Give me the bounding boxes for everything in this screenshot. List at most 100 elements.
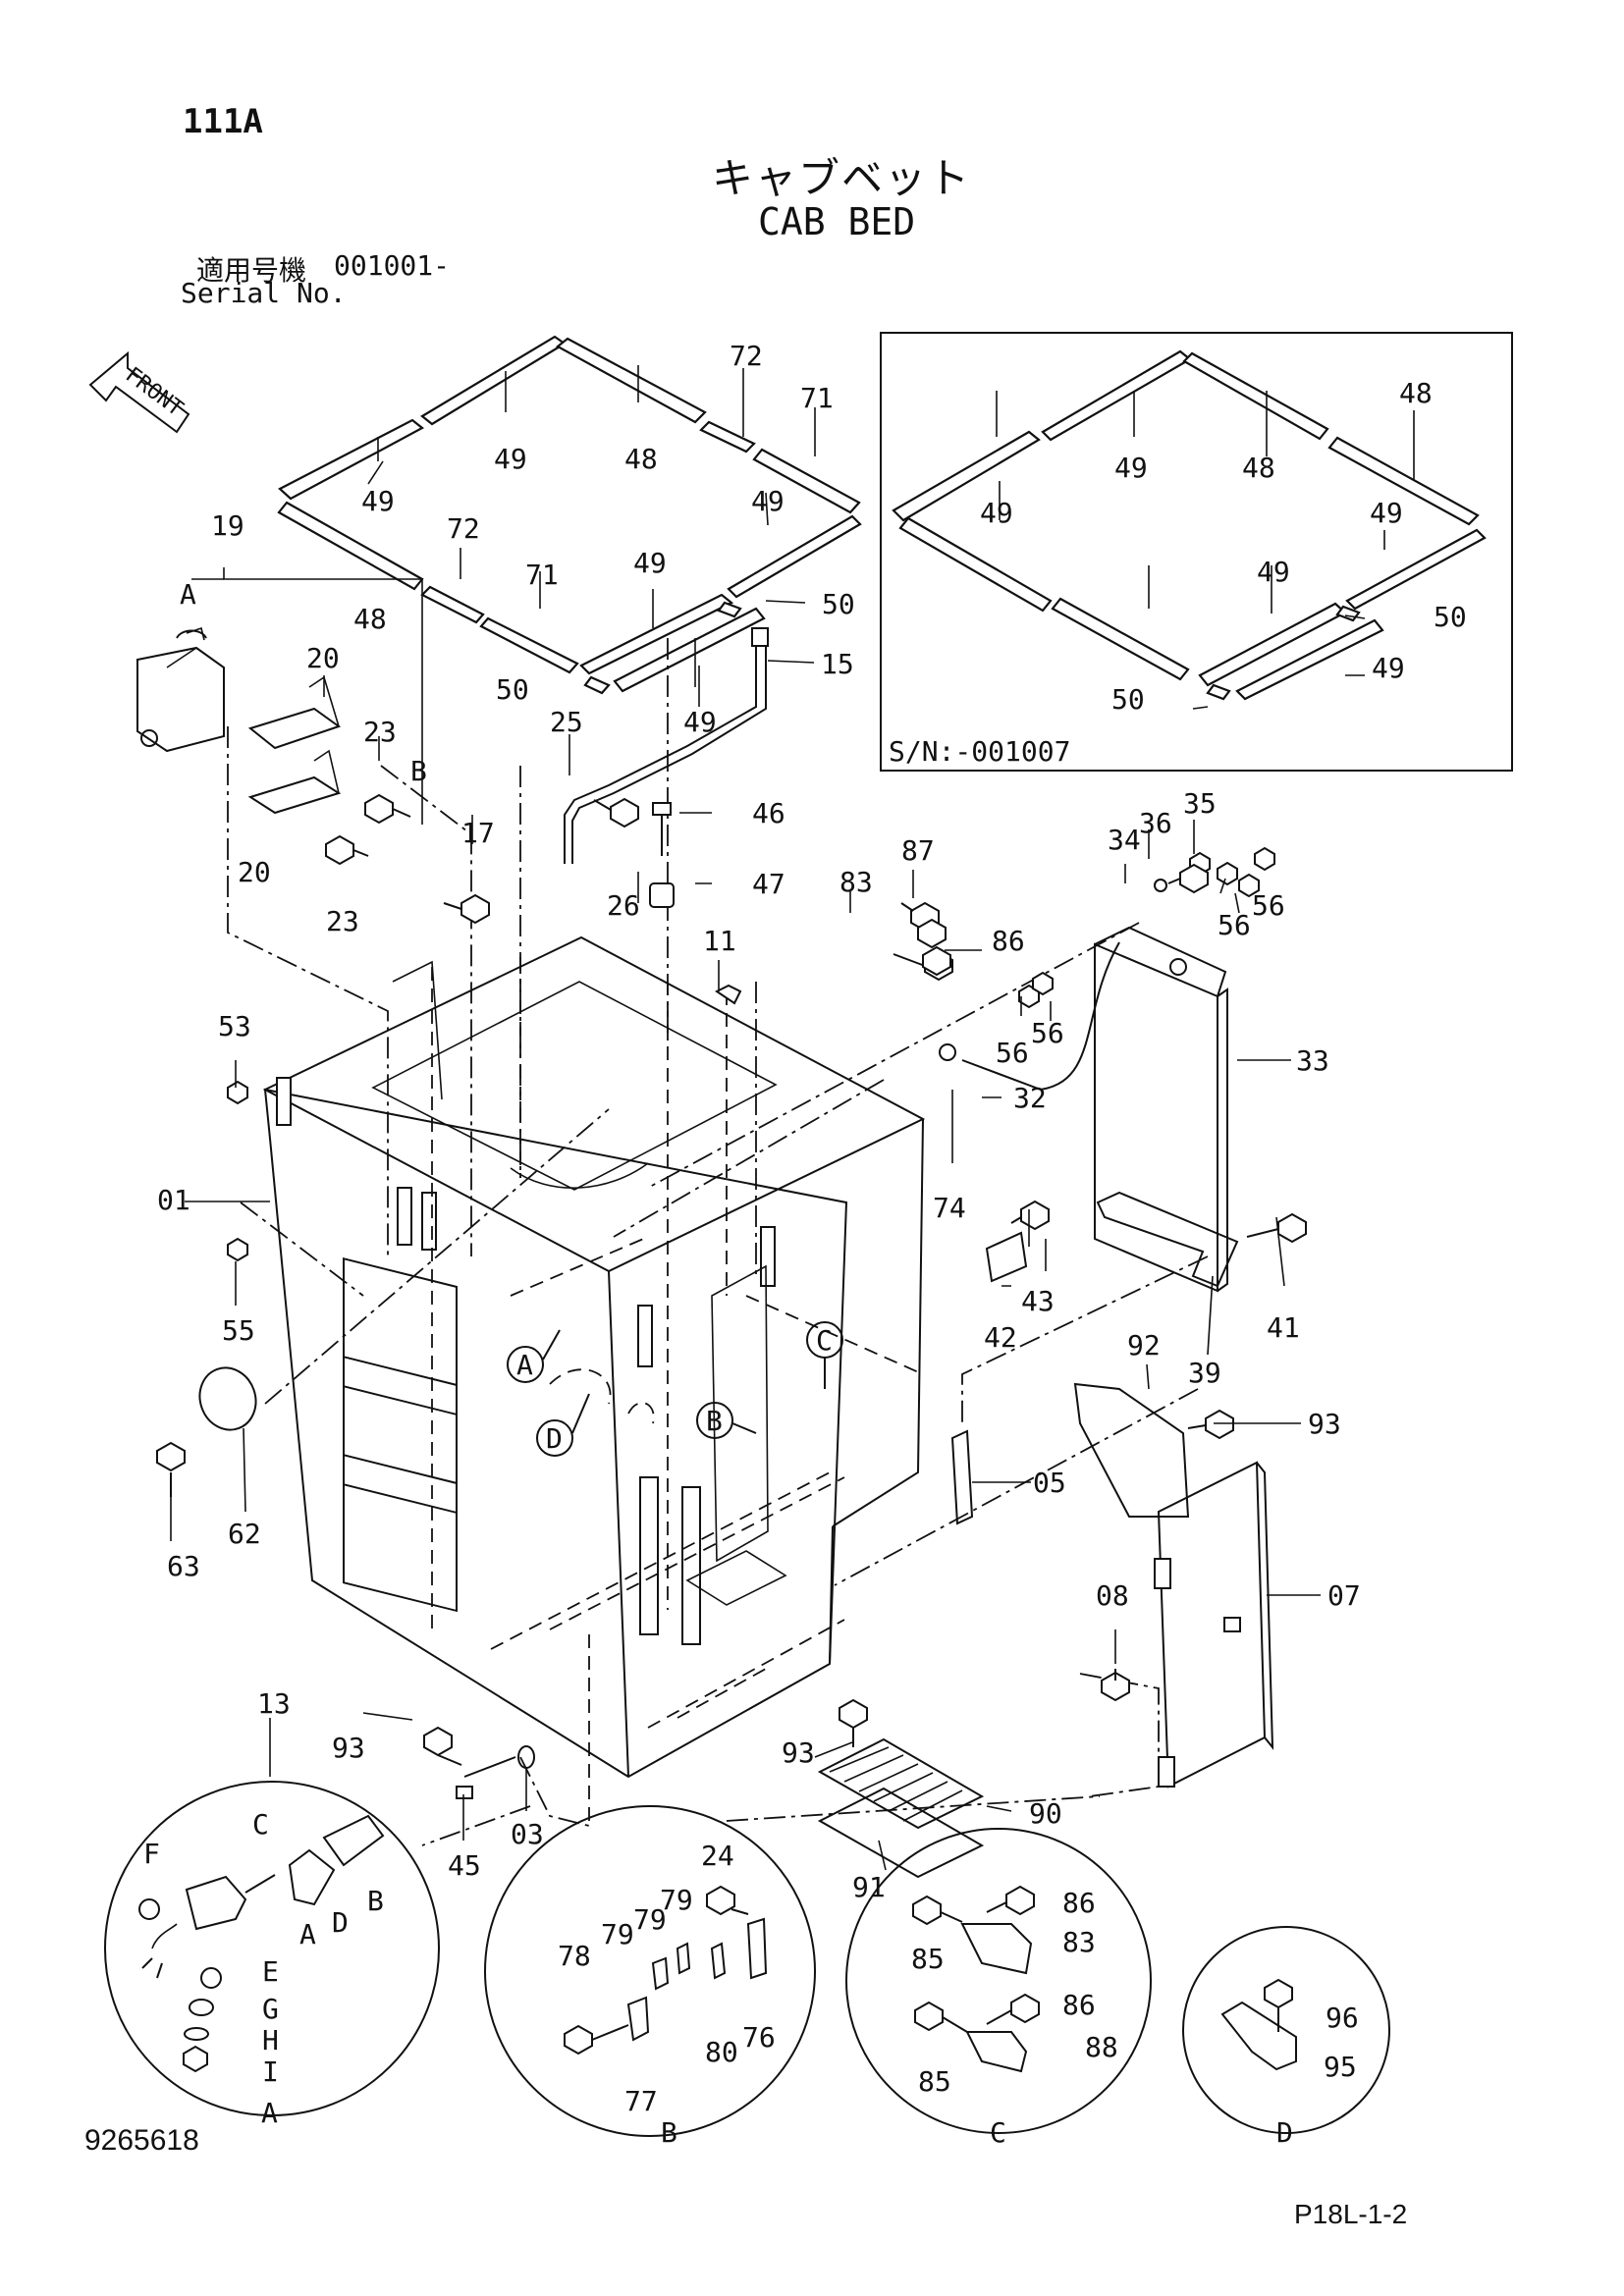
detail-a-label: B bbox=[367, 1885, 384, 1917]
callout: 50 bbox=[1434, 601, 1467, 633]
callout: 79 bbox=[660, 1884, 693, 1916]
callout: 49 bbox=[494, 443, 527, 475]
front-arrow-icon: FRONT bbox=[88, 350, 190, 434]
cover-92 bbox=[1073, 1382, 1190, 1518]
callout: 08 bbox=[1096, 1579, 1129, 1612]
callout: 86 bbox=[1062, 1989, 1096, 2021]
detail-a-label: H bbox=[262, 2024, 279, 2056]
callout: 26 bbox=[607, 889, 640, 922]
detail-letter-d: D bbox=[1276, 2116, 1293, 2149]
callout: 62 bbox=[228, 1518, 261, 1550]
callout: 85 bbox=[911, 1943, 945, 1975]
callout: 32 bbox=[1013, 1082, 1047, 1114]
cover-62 bbox=[198, 1366, 257, 1431]
callout: 86 bbox=[1062, 1887, 1096, 1919]
callout: 83 bbox=[839, 866, 873, 898]
callout: 49 bbox=[1114, 452, 1148, 484]
callout: A bbox=[180, 578, 196, 611]
detail-letters: A B C D bbox=[261, 2097, 1293, 2149]
cab-bed-frame bbox=[262, 935, 926, 1779]
callout: 72 bbox=[730, 340, 763, 372]
serial-number-value: 001001- bbox=[334, 249, 451, 282]
seal-frame-inset bbox=[892, 349, 1487, 701]
page-code: 111A bbox=[183, 102, 263, 141]
callout: 33 bbox=[1296, 1044, 1329, 1077]
detail-letter-b: B bbox=[661, 2116, 677, 2149]
callout: 48 bbox=[1242, 452, 1275, 484]
callout: 48 bbox=[1399, 377, 1433, 409]
callout: C bbox=[816, 1324, 833, 1357]
callout: B bbox=[410, 755, 427, 787]
drawing-number: 9265618 bbox=[84, 2124, 199, 2157]
callout: 92 bbox=[1127, 1329, 1161, 1362]
callout: B bbox=[706, 1405, 723, 1437]
detail-letter-c: C bbox=[990, 2116, 1006, 2149]
callout: 56 bbox=[1031, 1017, 1064, 1049]
callout: 86 bbox=[992, 925, 1025, 957]
callout: 56 bbox=[996, 1037, 1029, 1069]
callout: 13 bbox=[257, 1687, 291, 1720]
callout: 20 bbox=[238, 856, 271, 888]
detail-circle-b bbox=[484, 1805, 816, 2137]
callout: 79 bbox=[633, 1903, 667, 1936]
hose bbox=[564, 627, 769, 864]
callout: 41 bbox=[1267, 1311, 1300, 1344]
front-arrow-label: FRONT bbox=[121, 363, 188, 422]
callout: 48 bbox=[353, 603, 387, 635]
detail-a-labels: C F D B A E G H I bbox=[143, 1808, 384, 2088]
battery bbox=[939, 926, 1228, 1293]
callout: 74 bbox=[933, 1192, 966, 1224]
page-reference: P18L-1-2 bbox=[1294, 2199, 1408, 2229]
detail-a-label: G bbox=[262, 1993, 279, 2025]
callout: 05 bbox=[1033, 1467, 1066, 1499]
door-07 bbox=[1154, 1461, 1274, 1789]
callout: 55 bbox=[222, 1314, 255, 1347]
callout: 50 bbox=[822, 588, 855, 620]
serial-label-japanese: 適用号機 bbox=[196, 254, 307, 287]
callout-labels: 72 71 49 48 49 49 72 71 49 48 50 50 15 4… bbox=[157, 340, 1361, 2117]
seal-frame-main bbox=[277, 335, 862, 695]
inset-caption: S/N:-001007 bbox=[889, 735, 1070, 768]
detail-a-label: A bbox=[299, 1918, 316, 1950]
bracket-39 bbox=[985, 1191, 1239, 1288]
callout: 72 bbox=[447, 512, 480, 545]
callout: 63 bbox=[167, 1550, 200, 1582]
callout: 42 bbox=[984, 1321, 1017, 1354]
callout: 03 bbox=[511, 1818, 544, 1850]
callout: 87 bbox=[901, 834, 935, 867]
callout: 77 bbox=[624, 2085, 658, 2117]
inset-labels: 48 49 48 49 49 49 50 49 50 bbox=[980, 377, 1467, 716]
callout: 01 bbox=[157, 1184, 190, 1216]
callout: 49 bbox=[683, 706, 717, 738]
callout: 17 bbox=[461, 817, 495, 849]
callout: 91 bbox=[852, 1871, 886, 1903]
brackets-20 bbox=[247, 675, 342, 815]
inset-frame bbox=[880, 332, 1513, 772]
title-english: CAB BED bbox=[758, 200, 916, 243]
callout: 49 bbox=[361, 485, 395, 517]
callout: 46 bbox=[752, 797, 785, 829]
callout: 07 bbox=[1327, 1579, 1361, 1612]
callout: 34 bbox=[1108, 824, 1141, 856]
title-japanese: キャブベット bbox=[712, 154, 972, 202]
callout: 80 bbox=[705, 2036, 738, 2068]
callout: 20 bbox=[306, 642, 340, 674]
callout: 83 bbox=[1062, 1926, 1096, 1958]
callout: 36 bbox=[1139, 807, 1172, 839]
callout: 23 bbox=[363, 716, 397, 748]
hidden-lines bbox=[431, 957, 924, 1826]
detail-a-label: C bbox=[252, 1808, 269, 1841]
detail-letter-a: A bbox=[261, 2097, 278, 2129]
perforated-plate bbox=[817, 1737, 985, 1879]
callout: 93 bbox=[782, 1736, 815, 1769]
callout: 50 bbox=[1111, 683, 1145, 716]
callout: 78 bbox=[558, 1940, 591, 1972]
callout: 71 bbox=[525, 559, 559, 591]
callout: 43 bbox=[1021, 1285, 1055, 1317]
plate-05 bbox=[950, 1429, 974, 1525]
leader-lines bbox=[170, 365, 1415, 1871]
callout: 49 bbox=[980, 497, 1013, 529]
bolts bbox=[156, 793, 1307, 1799]
callout: 96 bbox=[1326, 2002, 1359, 2034]
